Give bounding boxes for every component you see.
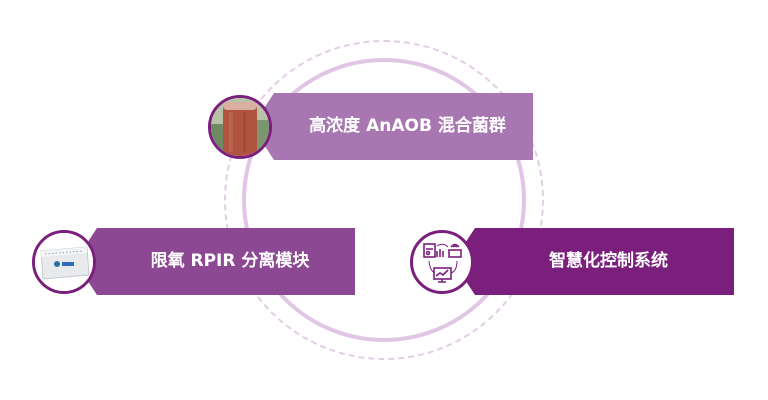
node-label: 高浓度 AnAOB 混合菌群 [309, 116, 506, 136]
node-smart-control: 智慧化控制系统 [453, 228, 734, 295]
banner-shape [75, 228, 355, 295]
separation-module-photo-icon [32, 230, 96, 294]
banner-shape [453, 228, 734, 295]
node-label: 智慧化控制系统 [549, 251, 668, 271]
smart-control-system-icon [410, 230, 474, 294]
node-rpir-separation: 限氧 RPIR 分离模块 [75, 228, 355, 295]
anaob-culture-photo-icon [208, 95, 272, 159]
node-label: 限氧 RPIR 分离模块 [150, 251, 310, 271]
node-anaob-culture: 高浓度 AnAOB 混合菌群 [252, 93, 533, 160]
outer-dashed-ring [224, 40, 544, 360]
banner-shape [252, 93, 533, 160]
inner-solid-ring [242, 58, 526, 342]
